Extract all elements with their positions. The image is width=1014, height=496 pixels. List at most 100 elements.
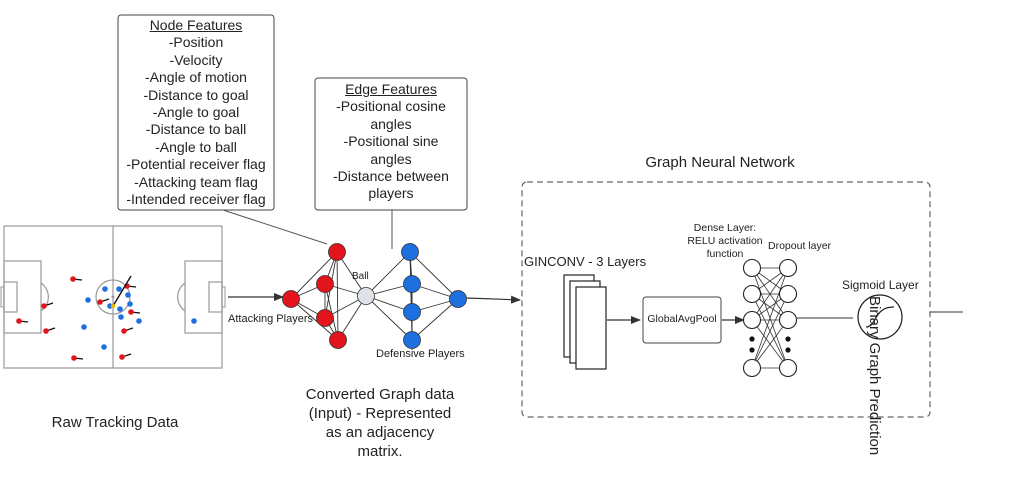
dense-node [742, 258, 762, 278]
graph-caption-line: as an adjacency [325, 424, 435, 441]
dense-label-line: Dense Layer: [693, 222, 757, 234]
graph-edge [290, 251, 338, 300]
dense-edge [751, 267, 789, 321]
ball-node [357, 287, 375, 305]
ball-motion-vector [112, 275, 132, 307]
node-feature-item: -Attacking team flag [134, 173, 258, 190]
graph-edge [365, 251, 411, 297]
dropout-node [778, 358, 798, 378]
defensive-node [401, 243, 419, 261]
defensive-player-dot [117, 306, 123, 312]
node-feature-item: -Position [168, 34, 224, 51]
edge-features-list: Edge Features -Positional cosine angles … [315, 81, 467, 203]
graph-nodes [282, 243, 467, 349]
dense-nodes [742, 258, 798, 378]
ginconv-layers [563, 274, 607, 370]
edge-feature-item: angles [370, 150, 412, 167]
attacking-node [282, 290, 300, 308]
ellipsis-dot [785, 336, 791, 342]
attacking-node [316, 275, 334, 293]
sigmoid-icon [857, 294, 903, 340]
node-feature-item: -Angle of motion [145, 69, 247, 86]
diagram-canvas [0, 14, 963, 418]
dropout-node [778, 258, 798, 278]
attacking-player-dot [119, 354, 125, 360]
dense-label-line: function [706, 248, 744, 260]
node-feature-item: -Distance to ball [145, 121, 247, 138]
ellipsis-dot [785, 347, 791, 353]
defensive-player-dot [81, 324, 87, 330]
ball-label: Ball [352, 271, 369, 282]
graph-edge [411, 298, 459, 341]
global-avg-pool-label: GlobalAvgPool [647, 313, 717, 325]
dense-layer-label: Dense Layer: RELU activation function [670, 222, 780, 261]
attacking-player-dot [71, 355, 77, 361]
edge-features-title: Edge Features [345, 81, 437, 97]
attacking-player-dot [43, 328, 49, 334]
node-features-list: Node Features -Position -Velocity -Angle… [118, 17, 274, 208]
dense-label-line: RELU activation [687, 235, 763, 247]
dense-node [742, 284, 762, 304]
dropout-layer-label: Dropout layer [768, 240, 832, 252]
attacking-player-dot [97, 299, 103, 305]
attacking-node [328, 243, 346, 261]
attacking-player-dot [70, 276, 76, 282]
node-features-box [117, 14, 275, 211]
edge-feature-item: angles [370, 115, 412, 132]
ellipsis-dot [749, 347, 755, 353]
graph-edge [365, 295, 413, 341]
graph-caption-line: (Input) - Represented [308, 405, 452, 422]
dropout-node [778, 284, 798, 304]
raw-tracking-data-label: Raw Tracking Data [51, 414, 179, 431]
defensive-player-dot [116, 286, 122, 292]
defensive-player-dot [127, 301, 133, 307]
arrow-graph-to-gnn [466, 295, 521, 304]
sigmoid-layer-label: Sigmoid Layer [842, 278, 919, 292]
defensive-node [403, 331, 421, 349]
defensive-player-dot [136, 318, 142, 324]
node-features-title: Node Features [149, 17, 243, 33]
defensive-player-dot [118, 314, 124, 320]
dropout-node [778, 310, 798, 330]
edge-feature-item: -Distance between [333, 168, 449, 185]
graph-edge [409, 251, 459, 300]
dense-node [742, 310, 762, 330]
binary-graph-prediction-label: Binary Graph Prediction [866, 296, 883, 456]
dense-node [742, 358, 762, 378]
attacking-player-dot [121, 328, 127, 334]
graph-caption: Converted Graph data (Input) - Represent… [290, 385, 470, 461]
node-feature-item: -Angle to goal [152, 104, 240, 121]
gnn-title: Graph Neural Network [645, 154, 795, 171]
attacking-node [329, 331, 347, 349]
node-feature-item: -Velocity [169, 51, 223, 68]
defensive-node [403, 303, 421, 321]
edge-feature-item: players [368, 185, 414, 202]
ellipsis-dot [749, 336, 755, 342]
node-features-connector [222, 209, 328, 245]
football-pitch [0, 225, 226, 369]
graph-edge [290, 298, 339, 341]
global-avg-pool-box [642, 296, 722, 344]
edge-feature-item: -Positional cosine [336, 98, 446, 115]
node-feature-item: -Potential receiver flag [126, 156, 266, 173]
defensive-node [403, 275, 421, 293]
edge-features-box [314, 77, 468, 211]
defensive-player-dot [125, 292, 131, 298]
attacking-player-dot [41, 303, 47, 309]
attacking-node [316, 309, 334, 327]
graph-caption-line: matrix. [357, 443, 403, 460]
node-feature-item: -Distance to goal [143, 86, 249, 103]
node-feature-item: -Angle to ball [155, 138, 237, 155]
defensive-player-dot [191, 318, 197, 324]
node-feature-item: -Intended receiver flag [126, 191, 266, 208]
defensive-players-label: Defensive Players [376, 348, 465, 360]
dense-edge [751, 293, 789, 369]
defensive-player-dot [101, 344, 107, 350]
graph-edge [336, 251, 339, 341]
attacking-player-dot [128, 309, 134, 315]
ginconv-label: GINCONV - 3 Layers [524, 254, 647, 269]
edge-feature-item: -Positional sine [343, 133, 439, 150]
defensive-player-dot [85, 297, 91, 303]
defensive-node [449, 290, 467, 308]
graph-caption-line: Converted Graph data [305, 386, 455, 403]
